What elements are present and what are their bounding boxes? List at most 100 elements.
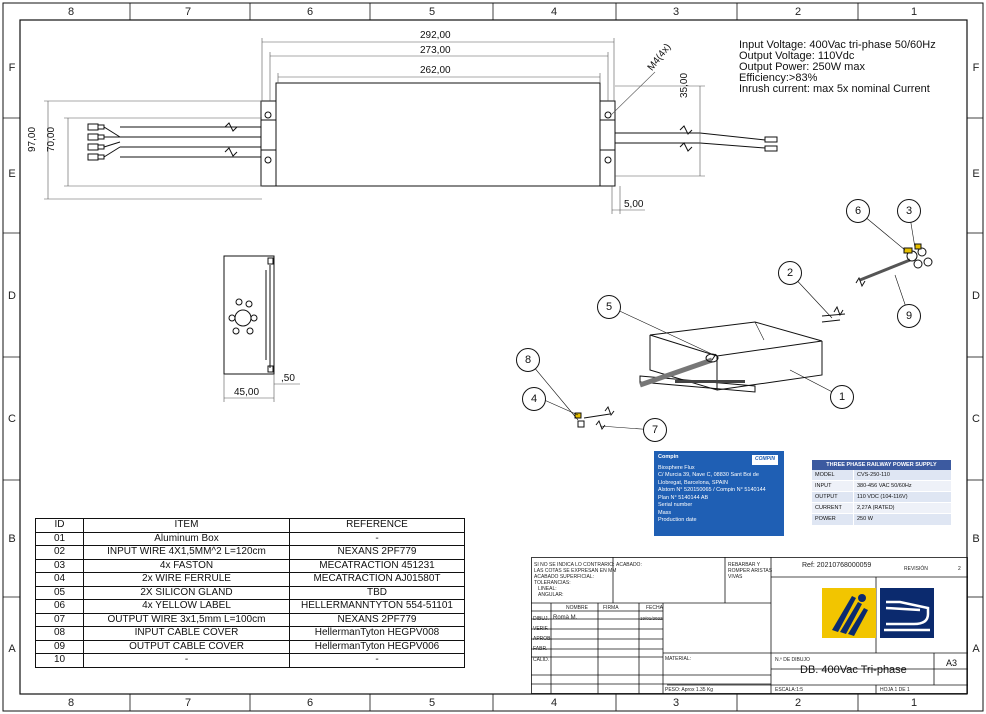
- balloon-2: 2: [778, 261, 802, 285]
- bom-item: 2X SILICON GLAND: [83, 585, 290, 600]
- side-view: [223, 255, 300, 402]
- zone-col-top-8: 8: [67, 6, 75, 18]
- tb-col-firma: FIRMA: [603, 605, 619, 611]
- spec-table-row: MODEL CVS-250-110: [812, 470, 951, 481]
- tb-notes: SI NO SE INDICA LO CONTRARIO: LAS COTAS …: [534, 562, 616, 598]
- bom-id: 08: [35, 626, 84, 641]
- zone-row-right-E: E: [972, 168, 980, 180]
- dim-262: 262,00: [420, 65, 451, 76]
- tb-rebarbar-line: REBARBAR Y: [728, 562, 761, 568]
- zone-col-bot-1: 1: [910, 697, 918, 709]
- balloon-7: 7: [643, 418, 667, 442]
- spec-table-val: 2,27A (RATED): [857, 505, 895, 511]
- bom-item: -: [83, 653, 290, 668]
- tb-drawn-by: Romà M.: [553, 615, 578, 621]
- label-field-mass: Mass: [658, 509, 672, 516]
- bom-item: INPUT CABLE COVER: [83, 626, 290, 641]
- bom-header-row: ID ITEM REFERENCE: [35, 518, 465, 533]
- dim-292: 292,00: [420, 30, 451, 41]
- zone-row-left-E: E: [8, 168, 16, 180]
- zone-row-right-B: B: [972, 533, 980, 545]
- tb-row-calid: CALID.: [533, 657, 550, 663]
- tb-drawing-title: DB. 400Vac Tri-phase: [800, 664, 907, 676]
- spec-table-row: POWER 250 W: [812, 514, 951, 525]
- bom-reference: NEXANS 2PF779: [289, 612, 465, 627]
- dimension-lines: [44, 38, 705, 214]
- spec-table-title: THREE PHASE RAILWAY POWER SUPPLY: [812, 460, 951, 470]
- zone-row-left-A: A: [8, 643, 16, 655]
- dim-97: 97,00: [27, 126, 39, 153]
- tb-note-line: TOLERANCIAS:: [534, 580, 571, 586]
- tb-note-line: SI NO SE INDICA LO CONTRARIO:: [534, 562, 615, 568]
- balloon-leaders: [527, 210, 916, 431]
- spec-table-key: CURRENT: [812, 503, 854, 513]
- compin-logo: COMPIN: [752, 455, 778, 465]
- dim-35: 35,00: [679, 72, 691, 99]
- tb-note-line: ACABADO SUPERFICIAL:: [534, 574, 595, 580]
- spec-inrush: Inrush current: max 5x nominal Current: [739, 83, 930, 95]
- bom-id: 07: [35, 612, 84, 627]
- zone-col-top-2: 2: [794, 6, 802, 18]
- spec-table-val: CVS-250-110: [857, 472, 890, 478]
- label-line5: Plan N° 5140144 AB: [658, 494, 709, 501]
- tb-rebarbar-line: VIVAS: [728, 574, 743, 580]
- spec-input-voltage: Input Voltage: 400Vac tri-phase 50/60Hz: [739, 39, 936, 51]
- spec-table-row: CURRENT 2,27A (RATED): [812, 503, 951, 514]
- zone-col-top-3: 3: [672, 6, 680, 18]
- tb-row-dibuj: DIBUJ.: [533, 616, 549, 622]
- bom-item: 4x YELLOW LABEL: [83, 599, 290, 614]
- zone-col-top-1: 1: [910, 6, 918, 18]
- company-logo-yellow: [822, 588, 876, 638]
- tb-date: 19/01/2022: [640, 616, 663, 621]
- bom-header-item: ITEM: [83, 518, 290, 533]
- spec-notes: Input Voltage: 400Vac tri-phase 50/60Hz …: [739, 40, 936, 95]
- tb-rebarbar-line: ROMPER ARISTAS: [728, 568, 773, 574]
- bom-reference: HellermanTyton HEGPV008: [289, 626, 465, 641]
- zone-col-bot-2: 2: [794, 697, 802, 709]
- spec-table-row: OUTPUT 110 VDC (104-116V): [812, 492, 951, 503]
- spec-table-val: 110 VDC (104-116V): [857, 494, 908, 500]
- tb-note-line: LINEAL:: [538, 586, 557, 592]
- tb-weight: PESO: Aprox 1.35 Kg: [665, 687, 714, 693]
- dim-70: 70,00: [46, 126, 58, 153]
- bom-item: OUTPUT WIRE 3x1,5mm L=100cm: [83, 612, 290, 627]
- balloon-5: 5: [597, 295, 621, 319]
- bom-id: 05: [35, 585, 84, 600]
- bom-id: 04: [35, 572, 84, 587]
- tb-scale: ESCALA:1:5: [775, 687, 804, 693]
- tb-material-label: MATERIAL:: [665, 656, 692, 662]
- dim-45: 45,00: [234, 387, 260, 398]
- balloon-4: 4: [522, 387, 546, 411]
- label-brand: Compin: [658, 454, 679, 460]
- bom-id: 03: [35, 558, 84, 573]
- tb-revision: 2: [958, 566, 961, 572]
- spec-table-key: INPUT: [812, 481, 854, 491]
- label-field-date: Production date: [658, 517, 697, 523]
- spec-table-key: OUTPUT: [812, 492, 854, 502]
- bom-header-reference: REFERENCE: [289, 518, 465, 533]
- bom-reference: MECATRACTION AJ01580T: [289, 572, 465, 587]
- tb-row-verif: VERIF.: [533, 626, 549, 632]
- tb-revision-label: REVISIÓN: [904, 566, 928, 572]
- balloon-8: 8: [516, 348, 540, 372]
- train-logo-icon: [884, 600, 930, 632]
- zone-row-right-F: F: [972, 62, 980, 74]
- zone-col-top-4: 4: [550, 6, 558, 18]
- zone-col-bot-4: 4: [550, 697, 558, 709]
- tb-note-line: LAS COTAS SE EXPRESAN EN MM: [534, 568, 617, 574]
- isometric-view: [574, 243, 933, 431]
- balloon-3: 3: [897, 199, 921, 223]
- spec-output-power: Output Power: 250W max: [739, 61, 865, 73]
- spec-table-row: INPUT 380-456 VAC 50/60Hz: [812, 481, 951, 492]
- spec-table-val: 380-456 VAC 50/60Hz: [857, 483, 912, 489]
- label-line2: C/ Murcia 39, Nave C, 08830 Sant Boi de: [658, 472, 759, 478]
- label-field-serial: Serial number: [658, 502, 693, 508]
